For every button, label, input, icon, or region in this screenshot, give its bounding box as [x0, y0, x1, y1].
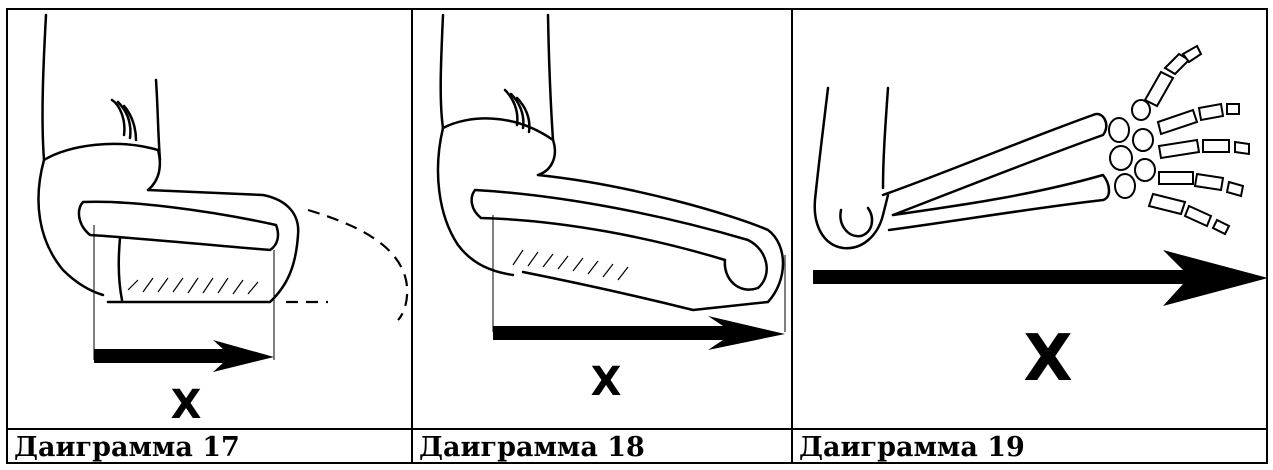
figure-19: X [793, 10, 1268, 428]
axis-arrow [94, 340, 274, 372]
axis-arrow [493, 316, 785, 350]
arm-drawing-18: X [413, 10, 791, 428]
axis-arrow [813, 250, 1268, 306]
diagram-table: X X [6, 8, 1268, 464]
figure-17: X [8, 10, 411, 428]
elbow-outline [44, 144, 160, 190]
forearm-outline [472, 190, 767, 290]
humerus-outline [815, 88, 888, 248]
upper-arm-outline [441, 15, 443, 128]
arm-drawing-17: X [8, 10, 411, 428]
forearm-outline [79, 202, 278, 250]
caption-diagram-17: Даиграмма 17 [8, 430, 411, 466]
caption-diagram-18: Даиграмма 18 [413, 430, 791, 466]
arm-skeleton-drawing-19: X [793, 10, 1268, 428]
upper-arm-outline [43, 15, 46, 160]
caption-diagram-19: Даиграмма 19 [793, 430, 1268, 466]
figure-18: X [413, 10, 791, 428]
axis-label: X [1023, 322, 1072, 396]
axis-label: X [171, 382, 202, 428]
axis-label: X [591, 359, 622, 405]
